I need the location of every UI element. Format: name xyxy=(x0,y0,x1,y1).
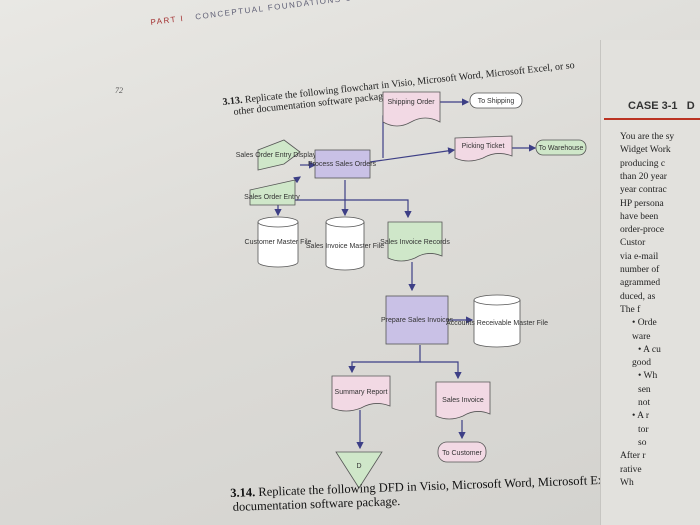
case-text-line: producing c xyxy=(620,158,666,169)
case-text-line: Widget Work xyxy=(620,145,671,156)
page-number: 72 xyxy=(115,86,123,95)
facing-page xyxy=(600,40,700,525)
case-text-line: tor xyxy=(638,424,649,435)
case-text-line: number of xyxy=(620,265,660,275)
case-text-line: Custor xyxy=(620,238,646,249)
case-title: CASE 3-1 D xyxy=(628,100,695,112)
customer-master-file: Customer Master File xyxy=(245,216,312,268)
prepare-sales-invoices-process: Prepare Sales Invoices xyxy=(381,295,453,345)
to-shipping-label: To Shipping xyxy=(478,98,515,105)
sales-invoice-document: Sales Invoice xyxy=(435,381,491,420)
process-sales-orders-label: Process Sales Orders xyxy=(308,161,377,168)
process-sales-orders: Process Sales Orders xyxy=(308,149,377,179)
summary-report-document: Summary Report xyxy=(331,375,391,412)
case-text-line: rative xyxy=(620,464,642,475)
prepare-sales-invoices-label: Prepare Sales Invoices xyxy=(381,317,453,324)
case-text-line: After r xyxy=(620,451,646,462)
to-shipping-terminator: To Shipping xyxy=(469,92,523,109)
to-customer-terminator: To Customer xyxy=(437,441,487,463)
sales-invoice-records-label: Sales Invoice Records xyxy=(380,239,450,246)
case-rule xyxy=(604,118,700,120)
picking-ticket-label: Picking Ticket xyxy=(462,143,505,150)
picking-ticket-document: Picking Ticket xyxy=(454,135,513,162)
case-text-line: • A r xyxy=(632,411,650,422)
sales-order-display: Sales Order Entry Display xyxy=(236,139,317,171)
case-text-line: via e-mail xyxy=(620,251,659,262)
case-text-line: than 20 year xyxy=(620,171,667,182)
to-warehouse-label: To Warehouse xyxy=(539,145,584,152)
case-text-line: sen xyxy=(638,384,651,395)
sales-invoice-label: Sales Invoice xyxy=(442,397,484,404)
case-text-line: year contrac xyxy=(620,185,667,196)
case-text-line: order-proce xyxy=(620,225,665,236)
case-text-line: You are the sy xyxy=(620,132,675,142)
case-text-line: • A cu xyxy=(638,344,661,355)
case-title-main: CASE 3-1 xyxy=(628,100,678,112)
case-text-line: good xyxy=(632,358,651,369)
flow-connectors xyxy=(274,98,537,450)
sales-invoice-master-file-label: Sales Invoice Master File xyxy=(306,243,384,250)
case-text-line: • Orde xyxy=(632,318,657,329)
sales-invoice-master-file: Sales Invoice Master File xyxy=(306,216,384,271)
sales-invoice-records-document: Sales Invoice Records xyxy=(380,221,450,262)
to-customer-label: To Customer xyxy=(442,450,482,457)
case-text-line: not xyxy=(638,398,651,408)
case-title-suffix: D xyxy=(686,100,695,112)
accounts-receivable-master-file-label: Accounts Receivable Master File xyxy=(446,320,548,327)
shipping-order-label: Shipping Order xyxy=(387,99,435,106)
offline-storage-d-label: D xyxy=(356,463,361,470)
exercise-3-14-number: 3.14. xyxy=(230,485,256,500)
offline-storage-d: D xyxy=(335,451,383,489)
to-warehouse-terminator: To Warehouse xyxy=(535,139,587,156)
case-text-line: have been xyxy=(620,211,659,222)
summary-report-label: Summary Report xyxy=(335,389,388,396)
case-text-line: • Wh xyxy=(638,371,658,382)
case-text-line: duced, as xyxy=(620,291,656,302)
sales-order-entry-input: Sales Order Entry xyxy=(244,179,300,206)
accounting-flowchart: Shipping Order To Shipping Sales Order E… xyxy=(236,91,587,489)
sales-order-entry-label: Sales Order Entry xyxy=(244,194,300,201)
case-text-line: agrammed xyxy=(620,278,661,289)
case-text-line: The f xyxy=(620,304,641,315)
sales-order-display-label: Sales Order Entry Display xyxy=(236,152,317,159)
case-text-line: ware xyxy=(632,331,651,342)
customer-master-file-label: Customer Master File xyxy=(245,239,312,246)
case-text-line: Wh xyxy=(620,477,634,488)
accounts-receivable-master-file: Accounts Receivable Master File xyxy=(446,294,548,348)
case-text-line: HP persona xyxy=(620,198,664,209)
shipping-order-document: Shipping Order xyxy=(382,91,441,127)
case-text-line: so xyxy=(638,437,647,448)
